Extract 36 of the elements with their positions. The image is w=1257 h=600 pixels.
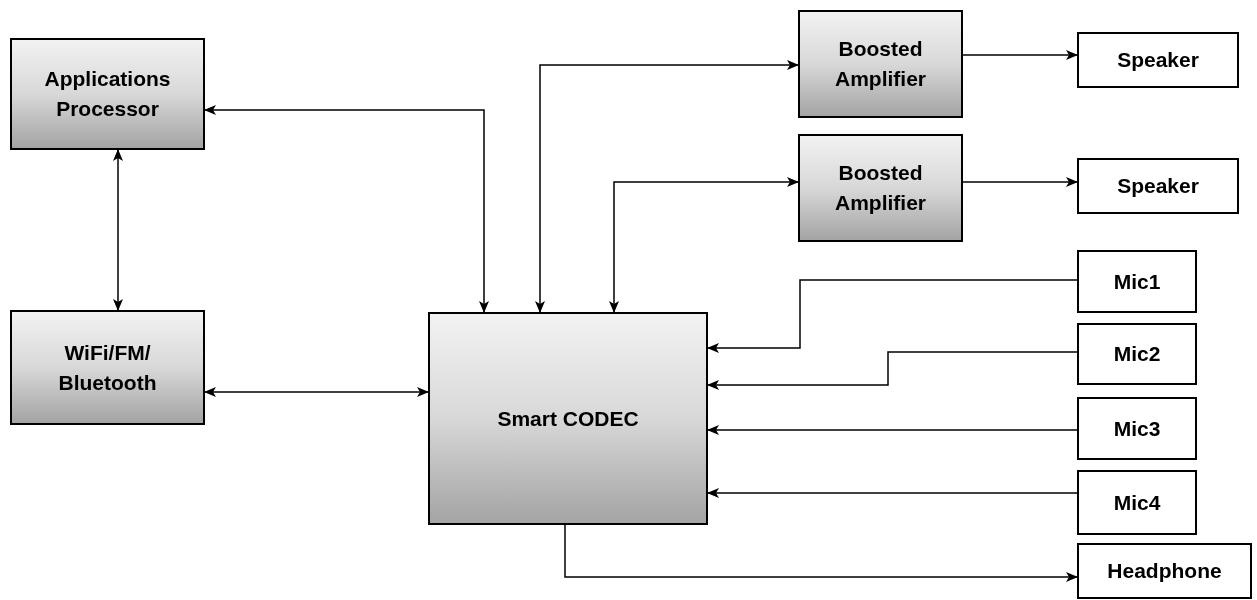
connector-arrow: [535, 60, 799, 313]
node-label: WiFi/FM/ Bluetooth: [57, 339, 158, 396]
connector-arrow: [204, 387, 429, 397]
speaker-box: [1077, 158, 1239, 214]
connector-arrow: [707, 488, 1078, 498]
node-label: Applications Processor: [43, 66, 172, 122]
headphone-box: [1077, 543, 1252, 599]
connector-arrow: [962, 177, 1078, 187]
connector-arrow: [707, 425, 1078, 435]
speaker-box: [1077, 32, 1239, 88]
connector-arrow: [113, 149, 123, 311]
mic-box: [1077, 397, 1197, 460]
mic-box: [1077, 250, 1197, 313]
processor-box: [10, 38, 205, 150]
node-label: Speaker: [1116, 173, 1200, 199]
mic-box: [1077, 470, 1197, 535]
node-label: Mic4: [1112, 489, 1162, 516]
connector-arrow: [564, 524, 1078, 582]
node-label: Headphone: [1106, 558, 1223, 584]
node-label: Smart CODEC: [496, 405, 640, 432]
connector-arrow: [962, 50, 1078, 60]
connector-arrow: [609, 177, 799, 313]
amplifier-box: [798, 134, 963, 242]
node-label: Speaker: [1116, 47, 1200, 73]
node-label: Boosted Amplifier: [834, 36, 927, 92]
node-label: Boosted Amplifier: [834, 160, 927, 216]
node-label: Mic2: [1112, 341, 1162, 367]
radio-box: [10, 310, 205, 425]
node-label: Mic1: [1112, 268, 1162, 295]
node-label: Mic3: [1112, 415, 1162, 442]
connector-arrow: [707, 279, 1078, 353]
connector-arrow: [204, 105, 489, 313]
amplifier-box: [798, 10, 963, 118]
mic-box: [1077, 323, 1197, 385]
codec-box: [428, 312, 708, 525]
connector-arrow: [707, 351, 1078, 390]
